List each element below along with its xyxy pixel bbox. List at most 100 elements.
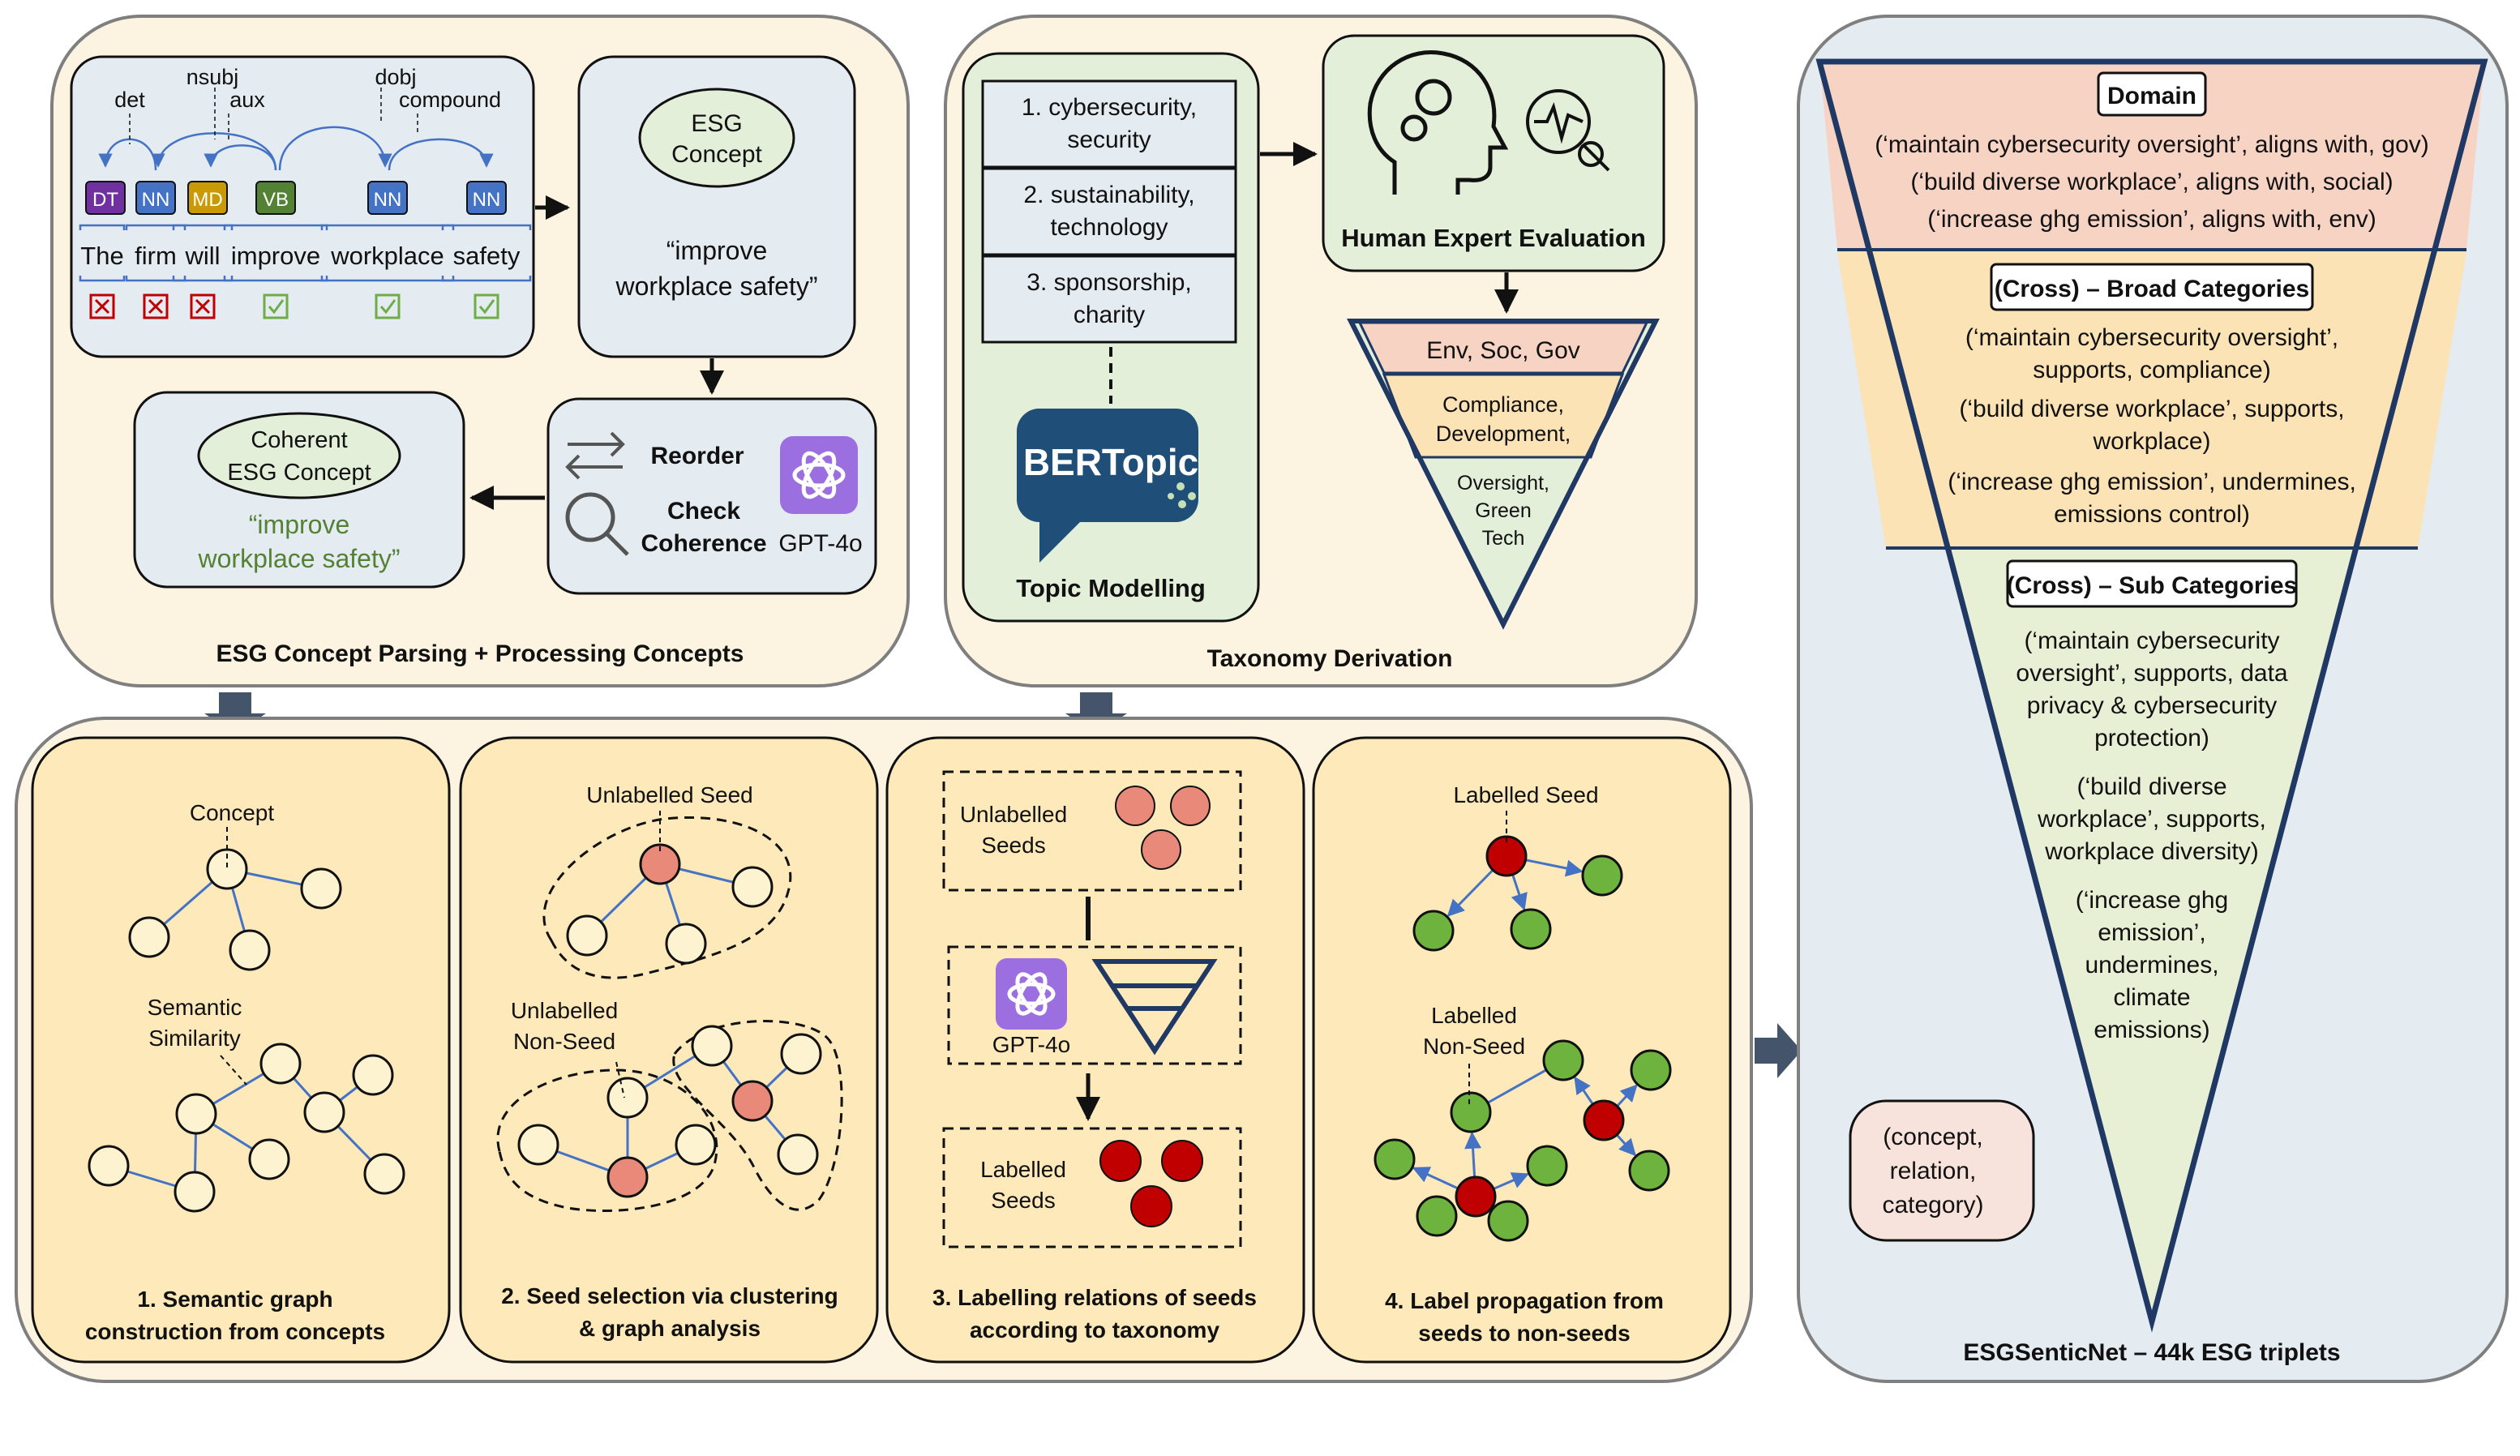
topic-item: 2. sustainability,technology xyxy=(981,167,1237,256)
gpt-label: GPT-4o xyxy=(778,530,862,557)
taxonomy-panel: 1. cybersecurity,security 2. sustainabili… xyxy=(944,15,1698,687)
topic-modelling-label: Topic Modelling xyxy=(1016,574,1206,602)
graph-node xyxy=(1581,854,1623,897)
graph-node xyxy=(780,1033,822,1075)
concept-label: Concept xyxy=(190,800,275,825)
svg-text:DT: DT xyxy=(92,189,118,211)
graph-node xyxy=(731,866,774,908)
domain-triplet: (‘maintain cybersecurity oversight’, ali… xyxy=(1875,131,2429,158)
graph-node xyxy=(1374,1138,1416,1180)
taxonomy-title: Taxonomy Derivation xyxy=(1207,645,1453,672)
graph-node xyxy=(175,1093,217,1135)
dep-label-aux: aux xyxy=(229,88,265,112)
drop-cross-icon xyxy=(89,293,115,319)
word-safety: safety xyxy=(453,242,521,270)
dep-label-dobj: dobj xyxy=(375,65,416,89)
monitor-search-icon xyxy=(1526,89,1610,172)
word-workplace: workplace xyxy=(330,242,444,270)
graph-node xyxy=(352,1054,394,1096)
broad-triplets: (‘maintain cybersecurity oversight’,supp… xyxy=(1948,324,2356,528)
svg-text:MD: MD xyxy=(192,189,222,211)
drop-cross-icon xyxy=(190,293,216,319)
keep-check-icon xyxy=(375,293,401,319)
gpt-label-step3: GPT-4o xyxy=(992,1032,1070,1057)
svg-text:VB: VB xyxy=(263,189,289,211)
topic-text: 1. cybersecurity,security xyxy=(1022,94,1197,153)
graph-node xyxy=(665,923,707,965)
pos-tag-dt: DT xyxy=(85,181,126,215)
graph-node xyxy=(1583,1099,1625,1141)
triplet-legend: (concept,relation,category) xyxy=(1882,1124,1983,1218)
graph-node xyxy=(731,1080,774,1122)
graph-node xyxy=(1416,1195,1458,1237)
graph-node xyxy=(174,1171,216,1213)
gpt-icon-step3 xyxy=(996,958,1067,1030)
graph-node xyxy=(248,1138,290,1180)
bertopic-label: BERTopic xyxy=(1023,441,1198,483)
graph-node xyxy=(1628,1150,1670,1192)
graph-node xyxy=(1412,910,1455,952)
word-the: The xyxy=(80,242,123,270)
word-will: will xyxy=(184,242,220,270)
domain-triplet: (‘increase ghg emission’, aligns with, e… xyxy=(1927,206,2376,233)
reorder-label: Reorder xyxy=(650,443,744,469)
pos-tag-nn: NN xyxy=(367,181,408,215)
domain-label: Domain xyxy=(2107,83,2196,109)
mini-taxonomy-icon xyxy=(1091,959,1218,1056)
pos-tag-nn: NN xyxy=(135,181,176,215)
dep-label-compound: compound xyxy=(399,88,501,112)
graph-node xyxy=(1487,1200,1529,1242)
esgsenticnet-title: ESGSenticNet – 44k ESG triplets xyxy=(1963,1339,2340,1366)
graph-node xyxy=(128,916,170,958)
expert-evaluation-box: Human Expert Evaluation xyxy=(1322,34,1665,272)
drop-cross-icon xyxy=(143,293,169,319)
broad-triplet: (‘increase ghg emission’, undermines,emi… xyxy=(1948,469,2356,528)
reorder-icon xyxy=(565,431,625,480)
graph-node xyxy=(1455,1176,1497,1218)
dep-label-nsubj: nsubj xyxy=(186,65,239,89)
svg-text:NN: NN xyxy=(473,189,501,211)
graph-node xyxy=(1510,908,1552,950)
gpt-icon xyxy=(780,436,858,514)
domain-triplets: (‘maintain cybersecurity oversight’, ali… xyxy=(1875,131,2429,233)
graph-node xyxy=(1542,1039,1584,1081)
word-improve: improve xyxy=(231,242,320,270)
broad-categories-label: (Cross) – Broad Categories xyxy=(1995,276,2309,302)
graph-node xyxy=(639,843,681,885)
expert-head-icon xyxy=(1367,50,1509,195)
graph-node xyxy=(1450,1091,1492,1133)
keep-check-icon xyxy=(263,293,289,319)
graph-node xyxy=(259,1043,302,1085)
graph-node xyxy=(517,1124,559,1166)
graph-node xyxy=(1630,1049,1672,1091)
keep-check-icon xyxy=(474,293,499,319)
broad-triplet: (‘build diverse workplace’, supports,wor… xyxy=(1959,396,2344,455)
labelled-seed-label: Labelled Seed xyxy=(1453,782,1598,807)
topic-list: 1. cybersecurity,security 2. sustainabili… xyxy=(981,79,1237,344)
taxonomy-level-domain: Env, Soc, Gov xyxy=(1426,337,1580,364)
pos-tag-md: MD xyxy=(187,181,228,215)
svg-text:NN: NN xyxy=(374,189,402,211)
graph-node xyxy=(606,1156,649,1198)
